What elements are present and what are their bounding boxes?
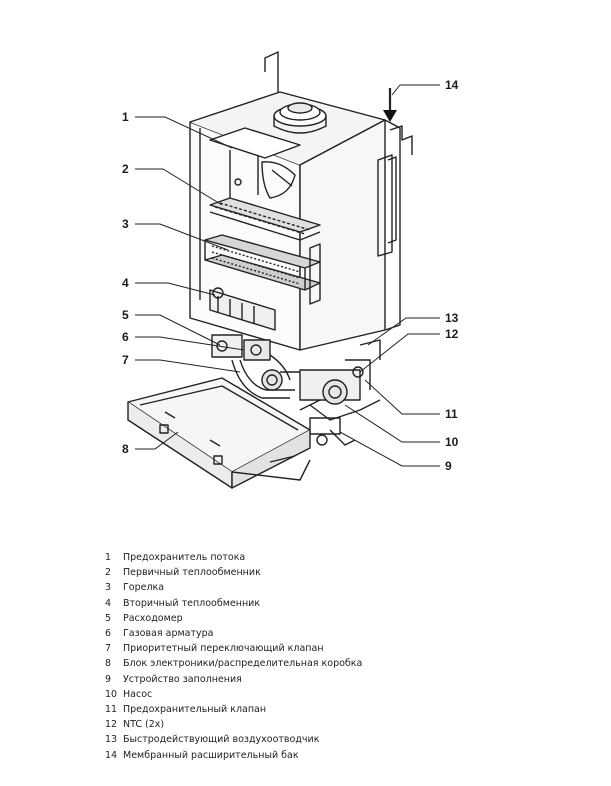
- legend-text: Первичный теплообменник: [123, 567, 261, 579]
- legend-number: 5: [105, 612, 112, 624]
- callout-7: 7: [122, 353, 129, 367]
- callout-10: 10: [445, 435, 459, 449]
- callout-2: 2: [122, 162, 129, 176]
- legend-number: 6: [105, 628, 112, 640]
- legend-item: 2 Первичный теплообменник: [105, 565, 362, 580]
- callout-3: 3: [122, 217, 129, 231]
- legend-item: 9 Устройство заполнения: [105, 672, 362, 687]
- legend-item: 4 Вторичный теплообменник: [105, 596, 362, 611]
- legend-item: 3 Горелка: [105, 580, 362, 595]
- callout-5: 5: [122, 308, 129, 322]
- leader-3: [135, 223, 229, 251]
- callout-12: 12: [445, 327, 459, 341]
- legend-number: 11: [105, 704, 118, 716]
- electronics-box: [127, 377, 311, 489]
- legend-text: Быстродействующий воздухоотводчик: [123, 734, 320, 746]
- leader-6: [135, 336, 245, 351]
- legend-item: 6 Газовая арматура: [105, 626, 362, 641]
- callout-8: 8: [122, 442, 129, 456]
- legend-item: 10 Насос: [105, 687, 362, 702]
- leader-11: [364, 379, 440, 415]
- leader-4: [135, 282, 216, 296]
- callout-14: 14: [445, 78, 459, 92]
- legend-text: NTC (2х): [123, 719, 165, 731]
- expansion-tank-arrowhead: [383, 110, 397, 122]
- legend-number: 2: [105, 567, 112, 579]
- legend-text: Насос: [123, 688, 153, 700]
- legend-text: Вторичный теплообменник: [123, 597, 261, 609]
- legend-number: 7: [105, 643, 112, 655]
- flow-safeguard: [209, 127, 301, 200]
- legend-item: 5 Расходомер: [105, 611, 362, 626]
- leader-1: [135, 116, 233, 149]
- leader-8: [135, 431, 179, 450]
- legend-item: 14 Мембранный расширительный бак: [105, 748, 362, 763]
- callout-6: 6: [122, 330, 129, 344]
- burner: [204, 234, 321, 305]
- legend-item: 8 Блок электроники/распределительная коро…: [105, 656, 362, 671]
- pump-assembly: [299, 339, 381, 446]
- legend-number: 12: [105, 719, 118, 731]
- legend-text: Расходомер: [123, 612, 183, 624]
- leader-9: [339, 431, 440, 467]
- callout-13: 13: [445, 311, 459, 325]
- callout-1: 1: [122, 110, 129, 124]
- legend-number: 9: [105, 673, 112, 685]
- leader-14: [391, 84, 440, 96]
- leader-2: [135, 168, 223, 206]
- legend-text: Устройство заполнения: [123, 673, 242, 685]
- legend-number: 8: [105, 658, 112, 670]
- legend-item: 1 Предохранитель потока: [105, 550, 362, 565]
- legend-item: 13 Быстродействующий воздухоотводчик: [105, 732, 362, 747]
- legend-number: 14: [105, 749, 118, 761]
- legend-text: Предохранитель потока: [123, 552, 246, 563]
- legend-text: Горелка: [123, 582, 165, 594]
- legend-number: 3: [105, 582, 112, 594]
- leader-10: [344, 404, 440, 443]
- callout-4: 4: [122, 276, 129, 290]
- legend-text: Предохранительный клапан: [123, 704, 267, 716]
- leader-5: [135, 314, 221, 346]
- hydraulic-block: [211, 334, 321, 411]
- legend-text: Приоритетный переключающий клапан: [123, 643, 324, 655]
- callout-9: 9: [445, 459, 452, 473]
- leader-7: [135, 359, 241, 373]
- primary-heat-exchanger: [209, 197, 321, 241]
- parts-legend: 1 Предохранитель потока 2 Первичный теплоо…: [105, 550, 362, 763]
- legend-item: 12 NTC (2х): [105, 717, 362, 732]
- legend-number: 13: [105, 734, 118, 746]
- legend-text: Мембранный расширительный бак: [123, 749, 299, 761]
- boiler-diagram: 1 2 3 4 5 6 7 8 9 10 11 12 13 14: [122, 51, 459, 489]
- callout-11: 11: [445, 407, 458, 421]
- flue-outlet: [273, 102, 327, 134]
- legend-number: 1: [105, 552, 112, 563]
- legend-number: 4: [105, 597, 112, 609]
- legend-text: Блок электроники/распределительная короб…: [123, 658, 363, 670]
- mounting-bracket-left: [264, 51, 279, 98]
- legend-item: 11 Предохранительный клапан: [105, 702, 362, 717]
- legend-item: 7 Приоритетный переключающий клапан: [105, 641, 362, 656]
- legend-text: Газовая арматура: [123, 628, 214, 640]
- leader-13: [367, 317, 440, 346]
- leader-12: [359, 333, 440, 373]
- secondary-heat-exchanger: [209, 287, 276, 331]
- legend-number: 10: [105, 688, 118, 700]
- mounting-bracket-right: [389, 125, 413, 155]
